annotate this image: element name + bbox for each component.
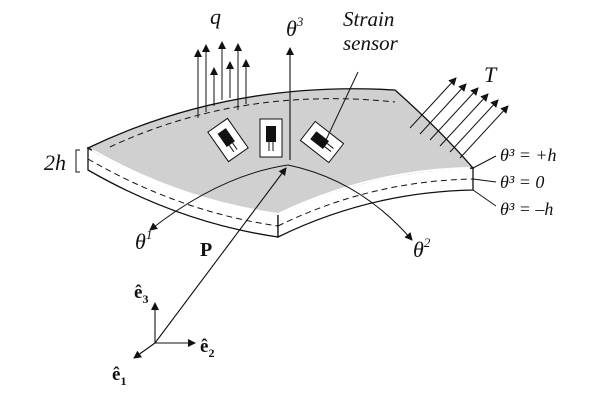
midsurface-front-dashed: [87, 158, 279, 227]
label-strain-line1: Strain: [343, 7, 394, 31]
plane-minus-leader: [472, 189, 497, 207]
position-vector-P: [154, 167, 287, 344]
strain-sensor-3: [299, 120, 345, 164]
strain-sensor-2: [259, 118, 283, 158]
midsurface-right-dashed: [277, 178, 474, 227]
label-e3: ê3: [134, 282, 148, 306]
strain-sensor-1: [207, 117, 249, 163]
plane-plus-leader: [472, 155, 497, 169]
plane-zero-leader: [472, 178, 497, 183]
label-T: T: [484, 62, 498, 87]
label-thickness-2h: 2h: [44, 150, 66, 175]
e1-axis: [133, 342, 156, 359]
thickness-bracket: [75, 149, 80, 173]
label-strain-line2: sensor: [343, 31, 399, 55]
label-plane-minus: θ³ = –h: [500, 199, 553, 219]
label-q: q: [210, 4, 221, 29]
label-plane-plus: θ³ = +h: [500, 145, 557, 165]
theta1-curve: [149, 164, 289, 231]
top-surface-dashed-curve: [109, 98, 396, 148]
label-e2: ê2: [200, 336, 214, 360]
theta2-curve: [287, 164, 413, 241]
label-e1: ê1: [112, 364, 126, 388]
label-plane-zero: θ³ = 0: [500, 172, 544, 192]
label-P: P: [200, 239, 212, 261]
distributed-load-q-arrows: [194, 41, 250, 118]
label-theta3-top: θ3: [286, 14, 304, 41]
shell-front-edge-highlight: [91, 149, 471, 216]
label-theta2: θ2: [413, 235, 431, 262]
label-theta1: θ1: [135, 227, 152, 254]
traction-T-arrows: [409, 77, 509, 159]
strain-sensor-leader: [325, 71, 359, 141]
